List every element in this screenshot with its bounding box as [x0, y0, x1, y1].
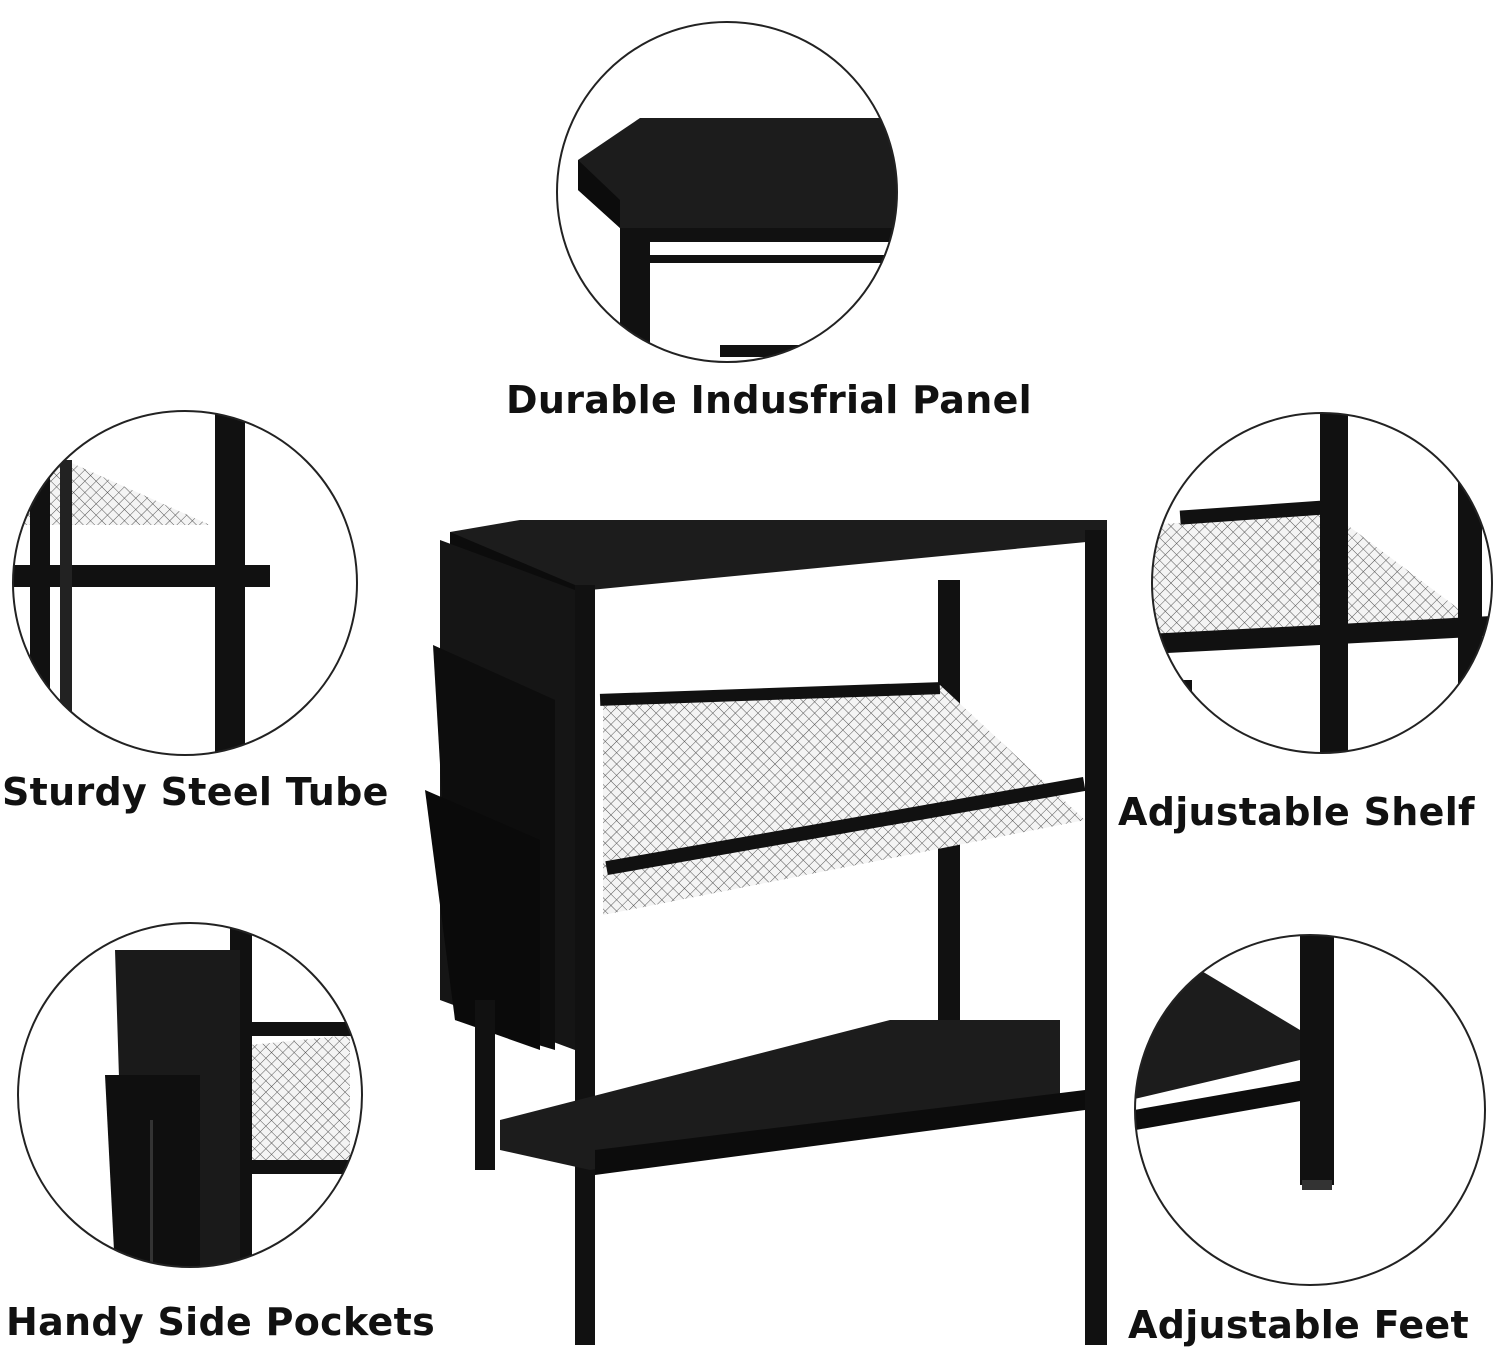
- feature-label-shelf: Adjustable Shelf: [1118, 790, 1475, 834]
- feature-label-tube: Sturdy Steel Tube: [2, 770, 389, 814]
- panel-detail-circle: [556, 21, 898, 363]
- pockets-detail-circle: [17, 922, 363, 1268]
- side-table: [425, 520, 1107, 1345]
- shelf-detail-circle: [1151, 412, 1493, 754]
- feet-detail-circle: [1134, 934, 1486, 1286]
- feature-label-pockets: Handy Side Pockets: [6, 1300, 435, 1344]
- feature-label-panel: Durable Indusfrial Panel: [506, 378, 1032, 422]
- feature-label-feet: Adjustable Feet: [1128, 1303, 1469, 1347]
- tube-detail-circle: [12, 410, 358, 756]
